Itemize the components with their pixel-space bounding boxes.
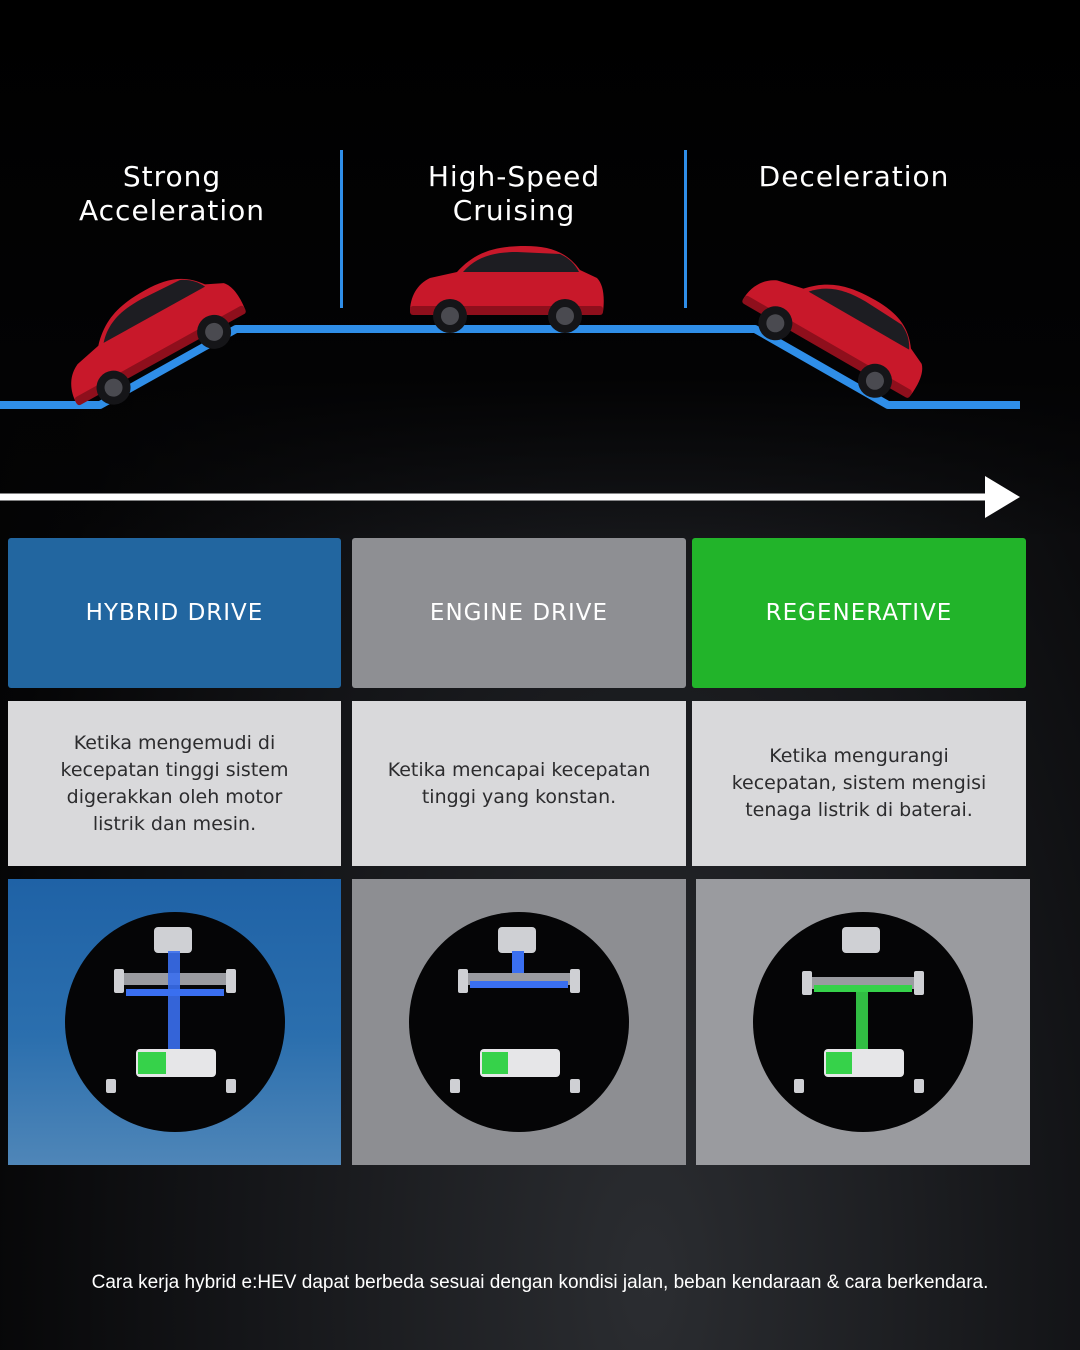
description-regenerative: Ketika mengurangi kecepatan, sistem meng…	[692, 701, 1026, 866]
powertrain-panel-engine	[352, 879, 686, 1165]
description-hybrid-drive: Ketika mengemudi di kecepatan tinggi sis…	[8, 701, 341, 866]
powertrain-diagram-regenerative-icon	[753, 912, 973, 1132]
disclaimer-footnote: Cara kerja hybrid e:HEV dapat berbeda se…	[91, 1272, 989, 1293]
phase-title-strong-acceleration: Strong Acceleration	[79, 160, 265, 227]
phase-divider	[684, 150, 687, 308]
car-decelerating-image	[732, 242, 944, 415]
phase-title-deceleration: Deceleration	[758, 160, 950, 193]
powertrain-panel-hybrid	[8, 879, 341, 1165]
mode-box-hybrid-drive: HYBRID DRIVE	[8, 538, 341, 688]
mode-label-hybrid-drive: HYBRID DRIVE	[85, 600, 264, 626]
phase-divider	[340, 150, 343, 308]
car-accelerating-image	[44, 251, 257, 422]
phase-title-high-speed-cruising: High-Speed Cruising	[427, 160, 601, 227]
powertrain-panel-regenerative	[696, 879, 1030, 1165]
powertrain-diagram-hybrid-icon	[64, 912, 285, 1132]
powertrain-diagram-engine-icon	[409, 912, 629, 1132]
mode-label-engine-drive: ENGINE DRIVE	[429, 600, 609, 626]
mode-label-regenerative: REGENERATIVE	[765, 600, 953, 626]
driving-scene	[0, 242, 1020, 518]
mode-box-engine-drive: ENGINE DRIVE	[352, 538, 686, 688]
description-engine-drive: Ketika mencapai kecepatan tinggi yang ko…	[352, 701, 686, 866]
car-cruising-image	[410, 246, 604, 333]
road-profile-line	[0, 325, 1020, 409]
mode-box-regenerative: REGENERATIVE	[692, 538, 1026, 688]
timeline-arrow-head-icon	[985, 476, 1020, 518]
